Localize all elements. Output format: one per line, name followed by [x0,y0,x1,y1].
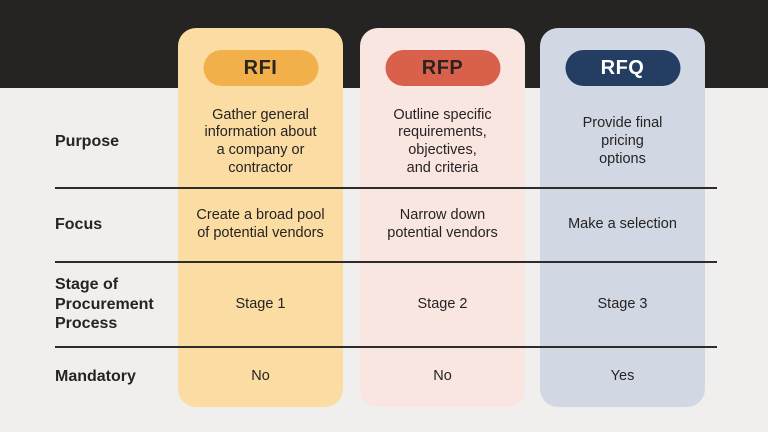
row-divider-2 [55,261,717,263]
cell-rfq-purpose: Provide final pricing options [582,115,663,167]
cell-rfp-focus: Narrow down potential vendors [387,207,498,241]
table-row-stage: Stage of Procurement Process Stage 1 Sta… [0,262,768,347]
cell-rfq-mandatory: Yes [610,368,635,385]
cell-rfq-focus: Make a selection [568,216,677,233]
table-row-mandatory: Mandatory No No Yes [0,347,768,407]
row-label-purpose: Purpose [55,133,120,151]
row-label-stage: Stage of Procurement Process [55,276,154,333]
rfq-header-label: RFQ [600,56,645,79]
cell-rfi-mandatory: No [251,368,270,385]
row-divider-1 [55,187,717,189]
row-divider-3 [55,346,717,348]
cell-rfi-stage: Stage 1 [235,295,286,312]
table-row-purpose: Purpose Gather general information about… [0,96,768,188]
row-label-mandatory: Mandatory [55,368,136,386]
rfp-header-label: RFP [421,56,464,79]
table-row-focus: Focus Create a broad pool of potential v… [0,188,768,262]
cell-rfp-stage: Stage 2 [417,295,468,312]
column-card-rfq: RFQ [540,28,705,407]
cell-rfp-purpose: Outline specific requirements, objective… [393,106,492,176]
cell-rfi-purpose: Gather general information about a compa… [204,106,317,176]
cell-rfp-mandatory: No [433,368,452,385]
rfi-header-pill: RFI [203,50,318,86]
cell-rfi-focus: Create a broad pool of potential vendors [196,207,325,241]
rfi-header-label: RFI [243,56,278,79]
rfp-header-pill: RFP [385,50,500,86]
column-card-rfi: RFI [178,28,343,407]
rfq-header-pill: RFQ [565,50,680,86]
row-label-focus: Focus [55,216,103,234]
column-card-rfp: RFP [360,28,525,407]
cell-rfq-stage: Stage 3 [597,295,648,312]
